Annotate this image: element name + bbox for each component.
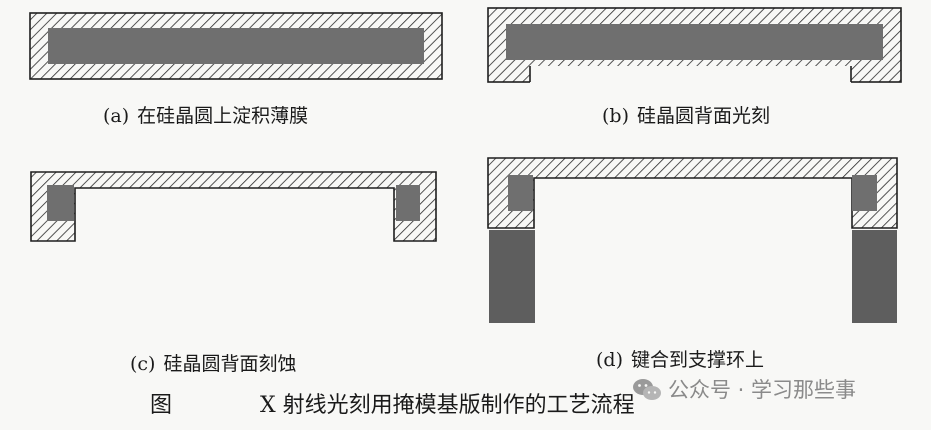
caption-b-tag: (b) [602,105,629,127]
watermark: 公众号 · 学习那些事 [632,376,856,404]
caption-b-label: 硅晶圆背面光刻 [637,105,771,127]
panel-c-wafer [30,171,437,242]
watermark-text: 公众号 · 学习那些事 [668,378,857,402]
figure-caption-label: 图 [150,393,173,418]
panel-c-film-right [396,185,420,221]
panel-b-thin-film [506,24,883,60]
panel-d-film-left [508,175,533,211]
caption-c: (c) 硅晶圆背面刻蚀 [130,352,296,376]
caption-a-tag: (a) [103,105,130,127]
panel-b-backside-window [530,66,851,84]
panel-d-support-ring-left [489,230,535,323]
caption-a-label: 在硅晶圆上淀积薄膜 [137,105,309,127]
panel-a-wafer [29,12,443,80]
wechat-icon [633,379,661,400]
caption-d: (d) 键合到支撑环上 [596,348,764,372]
panel-d-support-ring-right [852,230,897,323]
panel-a-thin-film [48,28,424,64]
caption-d-label: 键合到支撑环上 [631,349,765,371]
figure-caption-title: X 射线光刻用掩模基版制作的工艺流程 [260,393,635,418]
panel-d-wafer [487,157,898,323]
panel-d-etched-wafer [487,157,898,229]
panel-c-film-left [47,185,74,221]
caption-d-tag: (d) [596,349,623,371]
panel-b-wafer [487,7,902,84]
caption-a: (a) 在硅晶圆上淀积薄膜 [103,104,308,128]
caption-c-tag: (c) [130,353,156,375]
caption-c-label: 硅晶圆背面刻蚀 [163,353,297,375]
caption-b: (b) 硅晶圆背面光刻 [602,104,770,128]
figure-caption: 图 X 射线光刻用掩模基版制作的工艺流程 [150,392,635,420]
panel-c-etched-wafer [30,171,437,242]
panel-d-film-right [852,175,877,211]
